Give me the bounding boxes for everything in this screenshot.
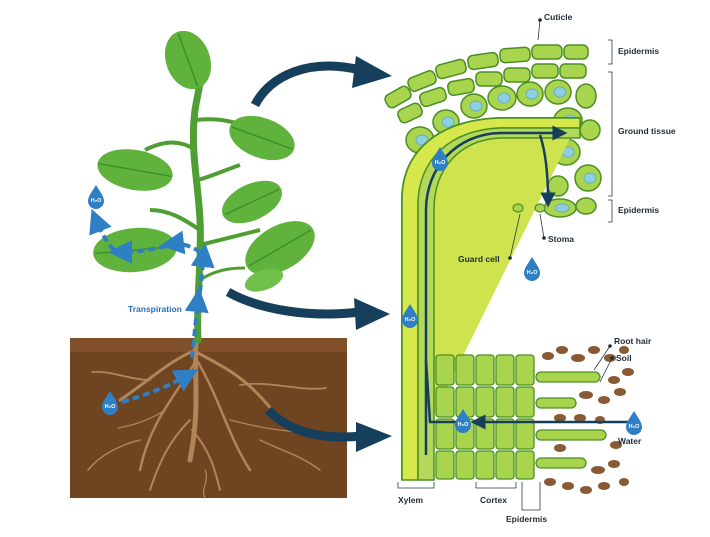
water-droplet-leaf: H₂O	[88, 185, 104, 209]
leaf-bottom-right	[244, 268, 284, 292]
root-cross-section: H₂O H₂O	[424, 346, 642, 494]
label-soil: Soil	[616, 353, 632, 363]
water-droplet-xylem-top: H₂O	[432, 147, 448, 171]
guard-cell	[512, 203, 524, 213]
soil-particles	[542, 346, 634, 494]
leaf-upper-left	[97, 149, 173, 191]
svg-text:H₂O: H₂O	[91, 198, 102, 204]
label-epidermis-top: Epidermis	[618, 46, 659, 56]
label-root-hair: Root hair	[614, 336, 652, 346]
water-droplet-xylem-mid: H₂O	[402, 304, 418, 328]
water-path-plant	[89, 208, 215, 404]
water-droplet-stoma: H₂O	[524, 257, 540, 281]
label-epidermis-root: Epidermis	[506, 514, 547, 524]
label-stoma: Stoma	[548, 234, 574, 244]
leaf-upper-right	[229, 115, 295, 161]
water-droplet-soil: H₂O	[102, 391, 118, 415]
soil-block	[70, 338, 347, 498]
svg-text:H₂O: H₂O	[458, 422, 469, 428]
transpiration-label: Transpiration	[128, 304, 182, 314]
root-system	[87, 337, 327, 499]
leaf-lower-left	[93, 227, 177, 273]
label-cortex: Cortex	[480, 495, 507, 505]
label-xylem: Xylem	[398, 495, 423, 505]
svg-text:H₂O: H₂O	[435, 160, 446, 166]
leaf-middle-right	[222, 180, 282, 224]
callout-arrows	[225, 56, 392, 452]
leaf-lower-right	[245, 221, 315, 275]
svg-text:H₂O: H₂O	[405, 317, 416, 323]
leaf-top	[164, 30, 212, 90]
label-cuticle: Cuticle	[544, 12, 573, 22]
label-leaders	[397, 19, 613, 511]
label-water: Water	[618, 436, 642, 446]
label-epidermis-leaf: Epidermis	[618, 205, 659, 215]
water-droplet-root: H₂O	[455, 409, 471, 433]
svg-text:H₂O: H₂O	[527, 270, 538, 276]
svg-text:H₂O: H₂O	[105, 404, 116, 410]
svg-text:H₂O: H₂O	[629, 424, 640, 430]
root-hairs	[535, 371, 607, 469]
label-guard-cell: Guard cell	[458, 254, 500, 264]
label-dots	[508, 18, 614, 360]
label-ground-tissue: Ground tissue	[618, 126, 676, 136]
plant	[93, 30, 315, 344]
water-droplet-soil-input: H₂O	[626, 411, 642, 435]
